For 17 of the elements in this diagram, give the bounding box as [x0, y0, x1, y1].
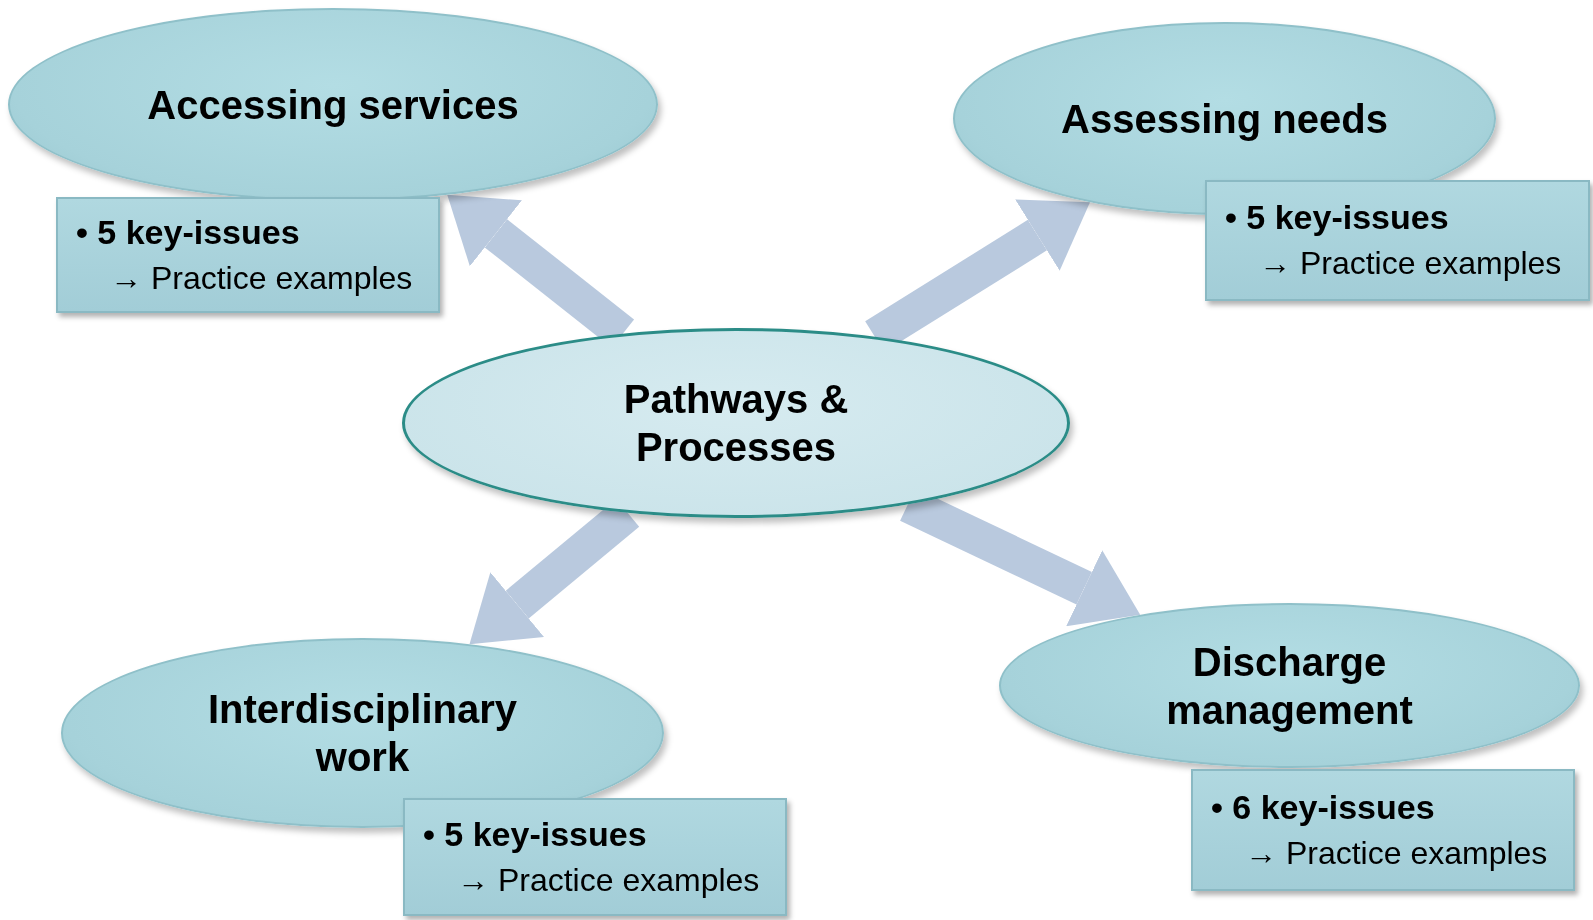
sub-text: → Practice examples	[456, 860, 760, 900]
node-title: Assessing needs	[1060, 95, 1389, 143]
bullet-text: • 5 key-issues	[75, 211, 300, 253]
node-title: Discharge management	[1165, 638, 1414, 734]
node-title: Accessing services	[146, 81, 520, 129]
bullet-text: • 5 key-issues	[1224, 197, 1449, 239]
info-box	[1205, 180, 1590, 301]
bullet-text: • 5 key-issues	[422, 813, 647, 855]
bullet-text: • 6 key-issues	[1210, 786, 1435, 828]
sub-text: → Practice examples	[1258, 244, 1562, 284]
node-title: Interdisciplinary work	[207, 686, 518, 781]
info-box	[1191, 769, 1575, 891]
node-title: Pathways & Processes	[622, 376, 850, 471]
info-box	[403, 798, 787, 916]
info-box	[56, 197, 440, 313]
sub-text: → Practice examples	[1244, 833, 1548, 873]
sub-text: → Practice examples	[109, 258, 413, 298]
